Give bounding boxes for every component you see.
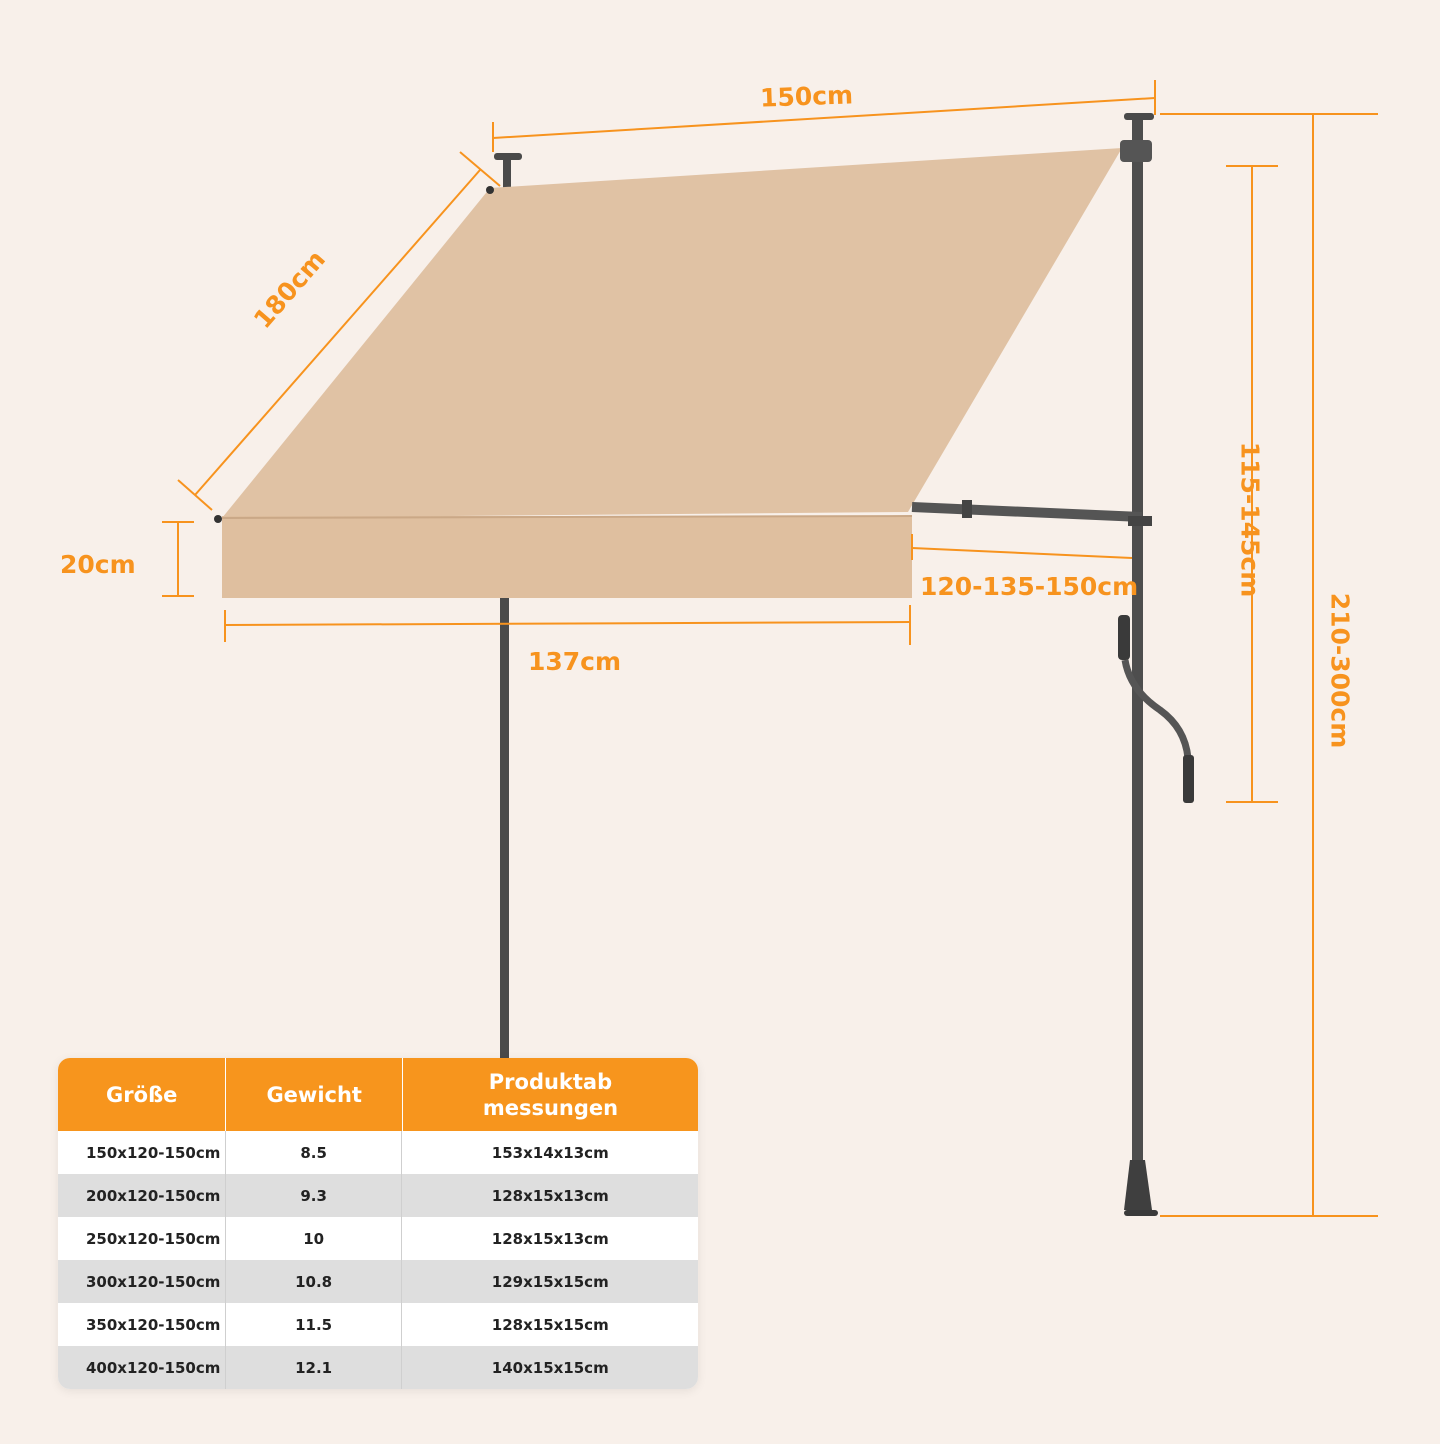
crank-handle-grip (1118, 615, 1130, 660)
arm-extension-label: 120-135-150cm (920, 572, 1139, 601)
cell-size: 400x120-150cm (58, 1346, 226, 1389)
table-row: 300x120-150cm 10.8 129x15x15cm (58, 1260, 698, 1303)
valance-label: 20cm (60, 550, 136, 579)
table-row: 150x120-150cm 8.5 153x14x13cm (58, 1131, 698, 1174)
size-table: Größe Gewicht Produktab messungen 150x12… (58, 1058, 698, 1389)
cell-dimensions: 140x15x15cm (491, 1358, 609, 1377)
cell-dimensions: 128x15x13cm (491, 1186, 609, 1205)
cell-size: 300x120-150cm (58, 1260, 226, 1303)
cell-weight: 8.5 (226, 1131, 403, 1174)
cell-weight: 10 (226, 1217, 403, 1260)
cell-weight: 10.8 (226, 1260, 403, 1303)
cell-dimensions: 129x15x15cm (491, 1272, 609, 1291)
cell-weight: 12.1 (226, 1346, 403, 1389)
table-row: 250x120-150cm 10 128x15x13cm (58, 1217, 698, 1260)
cell-dimensions: 153x14x13cm (491, 1143, 609, 1162)
cell-weight: 11.5 (226, 1303, 403, 1346)
header-weight: Gewicht (226, 1058, 403, 1131)
cell-size: 350x120-150cm (58, 1303, 226, 1346)
pole-foot (1124, 1160, 1152, 1210)
width-front-label: 137cm (528, 647, 622, 676)
awning-canopy (222, 148, 1122, 518)
cell-dimensions: 128x15x15cm (491, 1315, 609, 1334)
table-row: 200x120-150cm 9.3 128x15x13cm (58, 1174, 698, 1217)
support-arm (911, 502, 1142, 523)
cell-size: 150x120-150cm (58, 1131, 226, 1174)
crank-range-label: 115-145cm (1235, 441, 1265, 598)
header-product-dimensions: Produktab messungen (482, 1069, 619, 1120)
table-row: 350x120-150cm 11.5 128x15x15cm (58, 1303, 698, 1346)
front-pole (500, 592, 509, 1062)
crank-handle (1121, 659, 1192, 759)
pole-height-label: 210-300cm (1325, 592, 1355, 749)
header-size: Größe (58, 1058, 227, 1131)
table-header: Größe Gewicht Produktab messungen (58, 1058, 698, 1131)
awning-valance (222, 516, 912, 598)
cell-size: 250x120-150cm (58, 1217, 226, 1260)
cell-size: 200x120-150cm (58, 1174, 226, 1217)
cell-dimensions: 128x15x13cm (491, 1229, 609, 1248)
width-top-label: 150cm (759, 80, 854, 113)
table-row: 400x120-150cm 12.1 140x15x15cm (58, 1346, 698, 1389)
cell-weight: 9.3 (226, 1174, 403, 1217)
left-top-cap (494, 153, 522, 160)
dimension-lines (162, 80, 1378, 1217)
main-pole (1132, 120, 1143, 1210)
right-top-cap (1124, 113, 1154, 120)
